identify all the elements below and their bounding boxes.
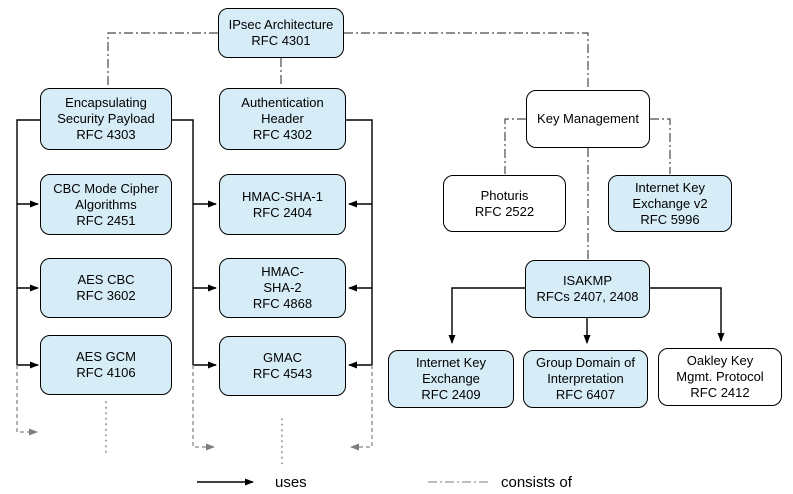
continuation-arrow xyxy=(350,365,373,451)
node-label-line: Security Payload xyxy=(57,111,155,126)
node-label-line: IPsec Architecture xyxy=(228,17,334,32)
isakmp-to-oakley-arrow xyxy=(650,287,725,342)
node-label-line: Encapsulating xyxy=(65,95,147,110)
node-aes-gcm: AES GCM RFC 4106 xyxy=(40,335,172,395)
node-label-line: RFC 4301 xyxy=(251,33,311,48)
node-label-line: RFC 4543 xyxy=(252,366,313,381)
node-label-line: RFC 2522 xyxy=(474,203,535,219)
node-ike: Internet Key Exchange RFC 2409 xyxy=(388,350,514,408)
node-label-line: Mgmt. Protocol xyxy=(676,369,764,384)
node-key-management: Key Management xyxy=(526,90,650,148)
node-label-line: SHA-2 xyxy=(263,280,302,295)
node-label-line: Exchange xyxy=(422,371,480,386)
node-hmac-sha-1: HMAC-SHA-1 RFC 2404 xyxy=(219,174,346,235)
node-label-line: RFC 2404 xyxy=(252,204,313,220)
ah-right-rail xyxy=(346,119,373,365)
km-to-photuris-line xyxy=(504,118,526,174)
node-label-line: Internet Key xyxy=(415,355,487,370)
ipsec-to-km-line xyxy=(344,32,589,89)
node-label-line: Algorithms xyxy=(75,196,137,212)
node-label-line: Interpretation xyxy=(547,371,624,386)
node-isakmp: ISAKMP RFCs 2407, 2408 xyxy=(525,260,650,318)
node-label-line: Key Management xyxy=(537,111,639,126)
node-gdoi: Group Domain of Interpretation RFC 6407 xyxy=(523,350,648,408)
node-label-line: Group Domain of xyxy=(536,355,635,370)
uses-rails xyxy=(16,119,725,486)
node-label-line: RFC 4303 xyxy=(76,127,136,142)
node-label-line: ISAKMP xyxy=(562,273,613,288)
node-aes-cbc: AES CBC RFC 3602 xyxy=(40,258,172,318)
continuation-arrow xyxy=(16,365,38,436)
ipsec-to-esp-line xyxy=(107,32,218,87)
node-label-line: RFC 2409 xyxy=(421,387,481,402)
node-label-line: Photuris xyxy=(480,187,529,203)
node-oakley: Oakley Key Mgmt. Protocol RFC 2412 xyxy=(658,348,782,406)
node-label-line: CBC Mode Cipher xyxy=(53,180,159,196)
node-label-line: RFC 2412 xyxy=(690,385,750,400)
isakmp-to-ike-arrow xyxy=(448,287,525,344)
node-label-line: RFC 3602 xyxy=(76,288,136,303)
node-label-line: RFC 6407 xyxy=(555,387,616,402)
node-authentication-header: Authentication Header RFC 4302 xyxy=(219,88,346,150)
node-cbc-mode-cipher: CBC Mode Cipher Algorithms RFC 2451 xyxy=(40,174,172,235)
node-label-line: Oakley Key xyxy=(686,353,754,368)
legend-consists-of-label: consists of xyxy=(501,474,572,491)
node-label-line: Header xyxy=(261,111,304,126)
legend-uses-label: uses xyxy=(275,474,307,491)
node-label-line: HMAC- xyxy=(261,264,304,279)
node-label-line: RFC 4106 xyxy=(76,365,136,380)
esp-left-rail xyxy=(16,119,40,365)
node-label-line: Exchange v2 xyxy=(632,195,708,211)
node-hmac-sha-2: HMAC- SHA-2 RFC 4868 xyxy=(219,258,346,318)
km-to-ikev2-line xyxy=(650,118,671,174)
continuation-dashed xyxy=(16,365,373,451)
node-label-line: HMAC-SHA-1 xyxy=(242,188,323,204)
node-label-line: RFC 4868 xyxy=(252,296,313,311)
consists-of-connectors xyxy=(107,32,671,259)
node-label-line: RFC 4302 xyxy=(252,127,313,142)
continuation-arrow xyxy=(192,365,215,451)
node-label-line: AES CBC xyxy=(77,272,135,287)
node-esp: Encapsulating Security Payload RFC 4303 xyxy=(40,88,172,150)
node-photuris: Photuris RFC 2522 xyxy=(443,175,566,232)
node-label-line: Internet Key xyxy=(634,179,706,195)
node-gmac: GMAC RFC 4543 xyxy=(219,336,346,396)
node-ike-v2: Internet Key Exchange v2 RFC 5996 xyxy=(608,175,732,232)
node-label-line: RFC 2451 xyxy=(76,212,136,228)
node-label-line: Authentication xyxy=(241,95,324,110)
node-label-line: RFC 5996 xyxy=(640,211,700,227)
continuation-dotted xyxy=(105,401,283,468)
node-label-line: GMAC xyxy=(263,350,302,365)
node-label-line: RFCs 2407, 2408 xyxy=(536,289,639,304)
esp-right-rail xyxy=(172,119,194,365)
node-ipsec-architecture: IPsec Architecture RFC 4301 xyxy=(218,8,344,58)
node-label-line: AES GCM xyxy=(76,349,136,364)
